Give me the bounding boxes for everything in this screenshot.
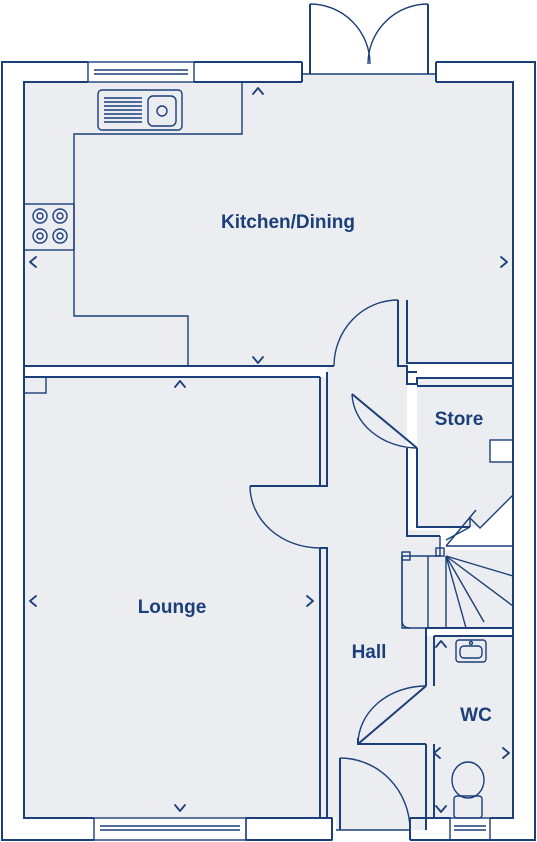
wall-lounge-hall-upper: [319, 372, 328, 487]
lounge-floor: [24, 377, 320, 818]
outer-wall-left-inner: [23, 81, 94, 819]
marker-wc-left: [433, 747, 441, 759]
wall-store-top: [406, 372, 513, 385]
window-lounge-bottom: [93, 817, 247, 841]
outer-walls: [1, 61, 536, 841]
wc-door-leaf: [357, 685, 427, 745]
lounge-door-swing: [249, 485, 321, 549]
stair-tread-5: [445, 555, 514, 607]
stair-tread-3: [445, 555, 467, 629]
stair-post-bottom: [401, 551, 411, 561]
marker-lounge-bottom: [174, 804, 186, 812]
wall-pier-bl: [245, 817, 333, 841]
front-door: [336, 757, 411, 831]
label-kitchen-dining: Kitchen/Dining: [221, 212, 355, 233]
sink-bowl: [147, 95, 177, 127]
french-door-swing-right: [367, 3, 429, 65]
wall-store-left-inner: [416, 448, 470, 528]
kitchen-door-swing: [333, 299, 399, 367]
wc-door-swing: [357, 685, 427, 745]
basin-tap: [468, 640, 474, 646]
hall-floor: [320, 372, 513, 830]
front-door-swing: [339, 757, 411, 831]
store-floor: [417, 378, 513, 527]
marker-lounge-right: [306, 595, 314, 607]
stair-tread-8: [445, 509, 477, 547]
room-floors: [24, 74, 513, 830]
hob-rings: [32, 208, 68, 244]
sink-unit: [97, 89, 183, 131]
kitchen-floor: [24, 74, 513, 372]
store-pier: [489, 439, 514, 463]
dimension-markers: [29, 87, 510, 813]
marker-wc-bottom: [435, 805, 447, 813]
basin: [455, 639, 487, 663]
wc-area: [357, 627, 513, 830]
marker-kitchen-bottom: [252, 356, 264, 364]
french-doors: [301, 3, 437, 82]
windows: [87, 61, 491, 841]
room-labels: Kitchen/Dining Lounge Hall Store WC: [138, 212, 492, 726]
stair-post-top: [435, 547, 445, 557]
toilet-bowl: [451, 761, 485, 799]
window-kitchen-top: [87, 61, 195, 83]
wall-stub-left: [23, 376, 47, 394]
store-door-swing: [351, 393, 418, 449]
marker-wc-top: [435, 640, 447, 648]
marker-lounge-left: [29, 595, 37, 607]
stairs: [401, 509, 514, 629]
stair-tread-6: [445, 555, 514, 577]
label-hall: Hall: [352, 642, 387, 663]
label-store: Store: [435, 409, 484, 430]
marker-kitchen-top: [252, 87, 264, 95]
hob-unit: [23, 203, 75, 251]
stair-tread-9: [445, 526, 471, 541]
store-stair-edge: [469, 494, 514, 529]
marker-wc-right: [502, 747, 510, 759]
window-wc-bottom: [449, 817, 491, 841]
marker-kitchen-right: [500, 256, 508, 268]
outer-wall-right: [436, 61, 536, 841]
sink-plug: [156, 105, 168, 117]
wall-kitchen-hall-right-inner: [406, 300, 513, 364]
sink-drainer: [104, 97, 142, 123]
french-door-swing-left: [309, 3, 371, 65]
internal-walls: [23, 299, 514, 819]
store-door-leaf: [351, 393, 418, 449]
stair-tread-4: [445, 555, 485, 623]
kitchen-units: [23, 82, 243, 366]
marker-lounge-top: [174, 380, 186, 388]
toilet-cistern: [453, 795, 483, 819]
basin-bowl: [459, 645, 483, 659]
wall-store-left: [406, 448, 440, 537]
wall-lounge-hall-lower: [319, 547, 328, 819]
label-wc: WC: [460, 705, 492, 726]
wc-floor: [426, 636, 513, 818]
marker-kitchen-left: [29, 256, 37, 268]
label-lounge: Lounge: [138, 597, 207, 618]
outer-wall-left: [1, 61, 94, 841]
stairs-handrail: [401, 556, 411, 629]
